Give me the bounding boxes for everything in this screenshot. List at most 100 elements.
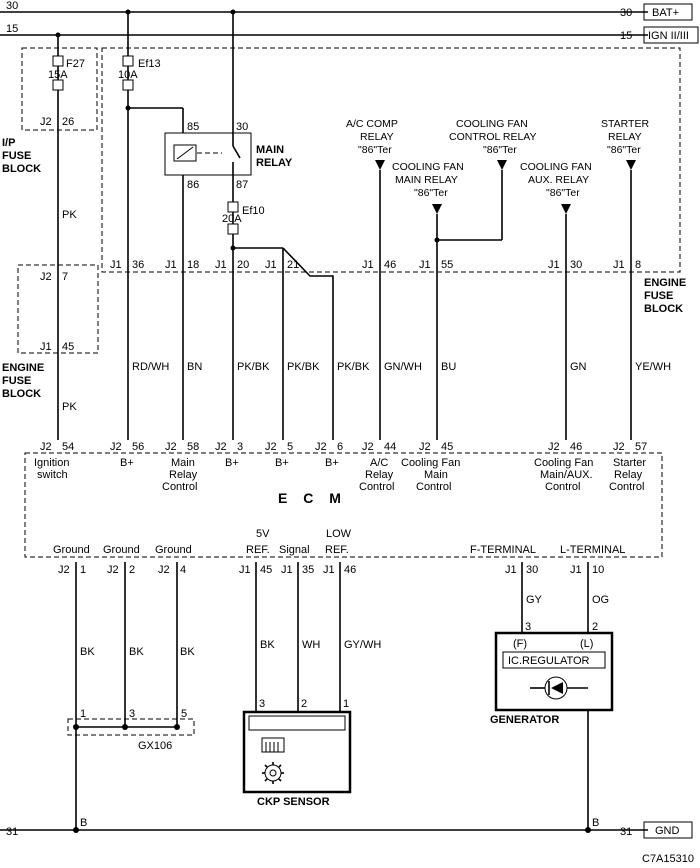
svg-text:4: 4 [180,564,186,576]
svg-text:10A: 10A [118,69,138,81]
svg-text:J1: J1 [548,259,560,271]
svg-text:2: 2 [592,621,598,633]
svg-text:1: 1 [80,708,86,720]
svg-text:BK: BK [80,646,95,658]
svg-text:Relay: Relay [169,469,198,481]
svg-text:GN: GN [570,361,587,373]
svg-text:J1: J1 [110,259,122,271]
svg-text:BLOCK: BLOCK [2,388,41,400]
ecm-title: E C M [278,490,347,506]
svg-text:BLOCK: BLOCK [2,163,41,175]
svg-text:BU: BU [441,361,456,373]
svg-text:B: B [592,817,599,829]
relay-cooling-fan-aux: COOLING FAN AUX. RELAY "86"Ter [520,161,592,440]
main-relay: 85 30 86 87 MAIN RELAY [164,9,293,440]
svg-text:J2: J2 [265,441,277,453]
svg-text:58: 58 [187,441,199,453]
svg-text:J2: J2 [165,441,177,453]
svg-text:J2: J2 [110,441,122,453]
diode-icon [530,676,588,700]
svg-text:B+: B+ [325,457,339,469]
svg-text:ENGINE: ENGINE [644,277,686,289]
svg-text:1: 1 [343,698,349,710]
svg-text:18: 18 [187,259,199,271]
svg-text:Cooling Fan: Cooling Fan [534,457,593,469]
svg-text:J2: J2 [315,441,327,453]
svg-text:J1: J1 [362,259,374,271]
ign-rail: 15 15 IGN II/III [0,23,699,44]
svg-text:F27: F27 [66,58,85,70]
svg-text:Ef10: Ef10 [242,205,265,217]
svg-text:J1: J1 [40,341,52,353]
svg-text:(L): (L) [580,638,593,650]
svg-text:5V: 5V [256,528,270,540]
relay-starter: STARTER RELAY "86"Ter [601,118,649,440]
svg-text:J1: J1 [570,564,582,576]
svg-text:COOLING FAN: COOLING FAN [520,161,592,173]
svg-text:Control: Control [359,481,394,493]
svg-text:(F): (F) [513,638,527,650]
svg-text:5: 5 [181,708,187,720]
svg-text:Main: Main [171,457,195,469]
svg-text:J1: J1 [419,259,431,271]
svg-text:Control: Control [416,481,451,493]
svg-text:56: 56 [132,441,144,453]
generator: 3 2 (F) (L) IC.REGULATOR GENERATOR [490,621,614,726]
svg-text:CONTROL RELAY: CONTROL RELAY [449,131,537,143]
svg-text:PK/BK: PK/BK [337,361,370,373]
svg-text:3: 3 [259,698,265,710]
svg-text:86: 86 [187,179,199,191]
svg-text:Ignition: Ignition [34,457,69,469]
svg-text:Control: Control [545,481,580,493]
svg-text:B+: B+ [275,457,289,469]
svg-text:J1: J1 [239,564,251,576]
svg-text:REF.: REF. [325,544,349,556]
svg-text:26: 26 [62,116,74,128]
svg-text:15: 15 [6,23,18,35]
svg-text:YE/WH: YE/WH [635,361,671,373]
svg-text:L-TERMINAL: L-TERMINAL [560,544,625,556]
ign-label: IGN II/III [648,30,689,42]
svg-text:3: 3 [525,621,531,633]
svg-text:44: 44 [384,441,396,453]
relay-cooling-fan-control: COOLING FAN CONTROL RELAY "86"Ter [437,118,537,241]
svg-text:J1: J1 [165,259,177,271]
relay-ac-comp: A/C COMP RELAY "86"Ter [346,118,398,440]
svg-text:6: 6 [337,441,343,453]
svg-text:30: 30 [570,259,582,271]
svg-text:PK/BK: PK/BK [237,361,270,373]
svg-text:5: 5 [287,441,293,453]
svg-text:30: 30 [526,564,538,576]
svg-text:Control: Control [162,481,197,493]
svg-text:J2: J2 [548,441,560,453]
svg-text:"86"Ter: "86"Ter [483,144,517,156]
svg-text:Main/AUX.: Main/AUX. [540,469,593,481]
svg-text:B+: B+ [120,457,134,469]
svg-text:J2: J2 [107,564,119,576]
svg-text:A/C COMP: A/C COMP [346,118,398,130]
svg-text:30: 30 [6,0,18,12]
svg-text:BK: BK [260,639,275,651]
svg-text:21: 21 [287,259,299,271]
svg-text:BN: BN [187,361,202,373]
gear-icon [262,762,284,784]
svg-text:Ground: Ground [53,544,90,556]
bat-label: BAT+ [652,7,679,19]
splice-gx106: 1 3 5 GX106 [67,708,195,752]
svg-text:BK: BK [180,646,195,658]
svg-text:85: 85 [187,121,199,133]
svg-text:STARTER: STARTER [601,118,649,130]
svg-text:J2: J2 [613,441,625,453]
svg-text:2: 2 [129,564,135,576]
svg-text:Ground: Ground [103,544,140,556]
svg-text:J1: J1 [613,259,625,271]
svg-text:2: 2 [301,698,307,710]
svg-text:20: 20 [237,259,249,271]
svg-text:GY/WH: GY/WH [344,639,381,651]
svg-text:BLOCK: BLOCK [644,303,683,315]
svg-text:35: 35 [302,564,314,576]
svg-text:COOLING FAN: COOLING FAN [456,118,528,130]
svg-text:FUSE: FUSE [644,290,673,302]
svg-text:B: B [80,817,87,829]
svg-text:J2: J2 [419,441,431,453]
